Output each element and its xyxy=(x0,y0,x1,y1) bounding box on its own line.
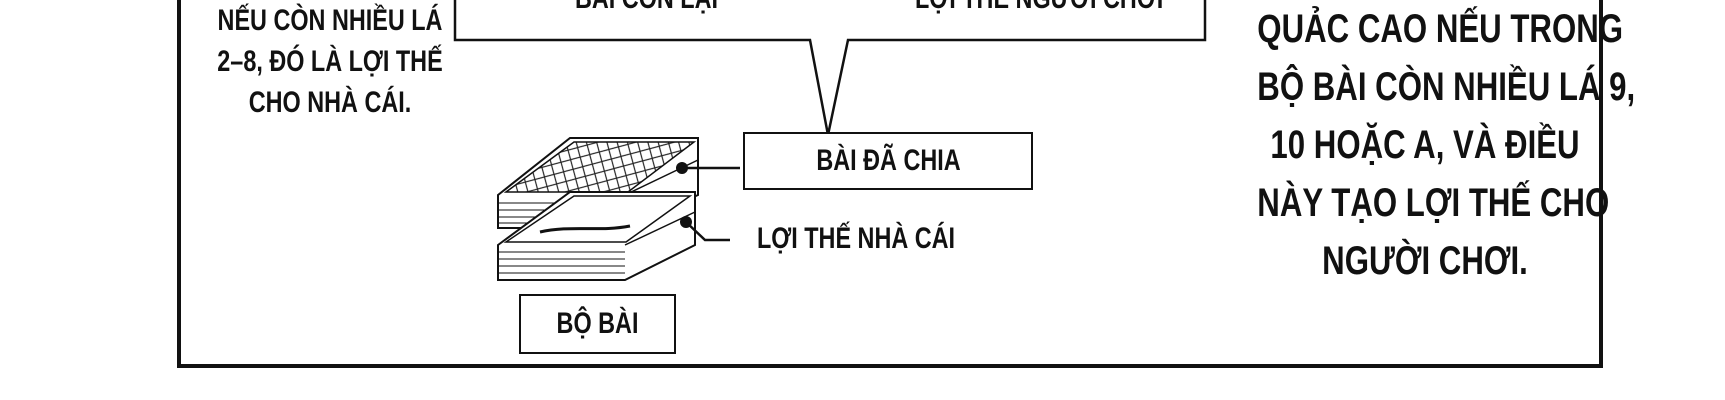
left-caption-line: 2–8, ĐÓ LÀ LỢI THẾ xyxy=(217,45,443,78)
dealt-cards-label: BÀI ĐÃ CHIA xyxy=(815,144,961,177)
deck-label: BỘ BÀI xyxy=(556,307,639,340)
right-caption-line: QUẢC CAO NẾU TRONG xyxy=(1257,7,1624,51)
house-advantage-label: LỢI THẾ NHÀ CÁI xyxy=(757,222,956,255)
deck-stack xyxy=(497,191,730,281)
right-caption: QUẢC CAO NẾU TRONG BỘ BÀI CÒN NHIỀU LÁ 9… xyxy=(1257,0,1636,290)
right-caption-line: 10 HOẶC A, VÀ ĐIỀU xyxy=(1270,123,1580,167)
left-caption-line: NẾU CÒN NHIỀU LÁ xyxy=(217,4,443,37)
left-caption: NẾU CÒN NHIỀU LÁ 2–8, ĐÓ LÀ LỢI THẾ CHO … xyxy=(209,0,451,123)
right-caption-line: BỘ BÀI CÒN NHIỀU LÁ 9, xyxy=(1257,65,1636,109)
deck-label-box: BỘ BÀI xyxy=(519,294,676,354)
right-caption-line: NÀY TẠO LỢI THẾ CHO xyxy=(1257,181,1610,225)
bubble-text-right: LỢI THẾ NGƯỜI CHƠI xyxy=(915,0,1163,16)
bubble-text-clip: BÀI CÒN LẠI LỢI THẾ NGƯỜI CHƠI xyxy=(0,0,1725,40)
dealt-cards-label-box: BÀI ĐÃ CHIA xyxy=(743,132,1033,190)
left-caption-line: CHO NHÀ CÁI. xyxy=(248,86,412,119)
bubble-text-left: BÀI CÒN LẠI xyxy=(575,0,718,16)
right-caption-line: NGƯỜI CHƠI. xyxy=(1322,239,1528,283)
